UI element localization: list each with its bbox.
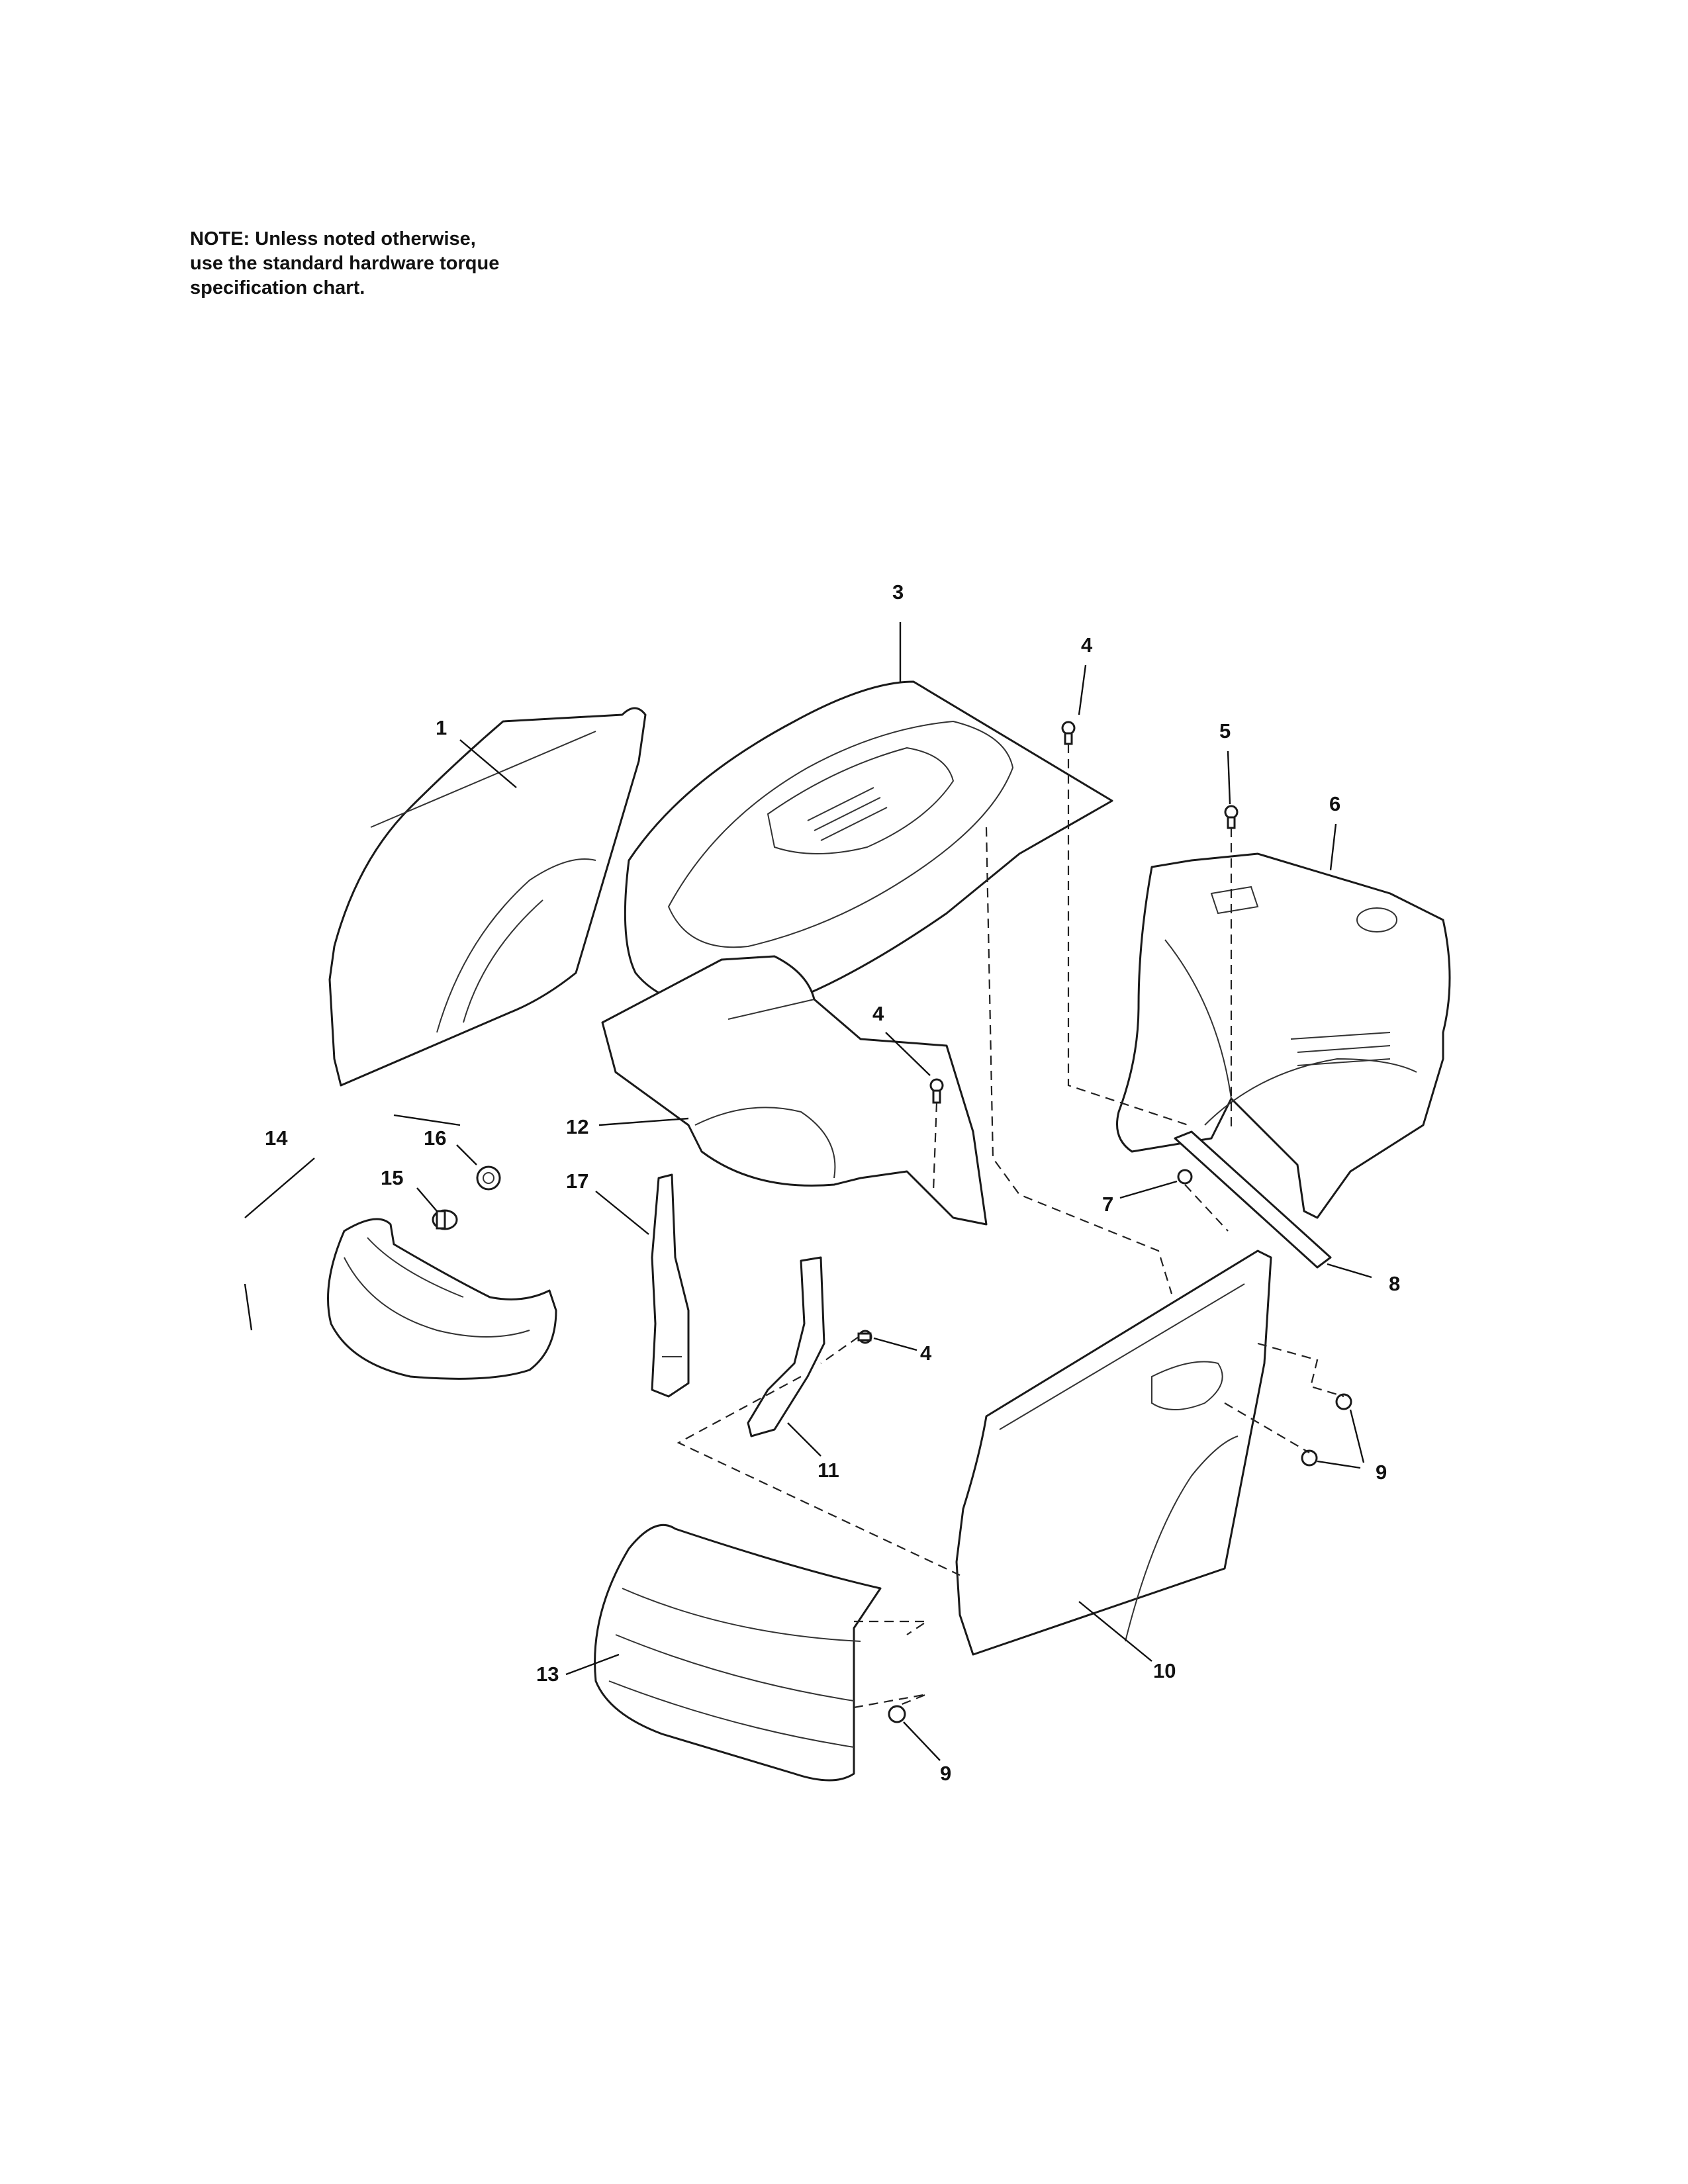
callout-10: 10 bbox=[1153, 1659, 1176, 1682]
note-line-1: NOTE: Unless noted otherwise, bbox=[190, 228, 476, 250]
callout-15: 15 bbox=[381, 1166, 403, 1189]
callout-labels: 1 3 4 5 6 4 12 14 16 15 17 7 8 4 11 9 13… bbox=[265, 580, 1400, 1785]
callout-4b: 4 bbox=[872, 1002, 884, 1025]
part-6-dash-console bbox=[1116, 852, 1451, 1219]
hardware-bolt-4b bbox=[929, 1078, 944, 1104]
callout-9b: 9 bbox=[940, 1762, 951, 1785]
callout-4a: 4 bbox=[1081, 633, 1093, 657]
hardware-bolt-5 bbox=[1224, 805, 1239, 829]
hardware-nut-16 bbox=[476, 1165, 501, 1191]
assembly-dashed-lines bbox=[677, 744, 1344, 1709]
part-10-side-panel bbox=[955, 1250, 1272, 1656]
hardware-bolt-4a bbox=[1061, 721, 1076, 745]
part-12-duct bbox=[601, 955, 988, 1226]
callout-9a: 9 bbox=[1376, 1461, 1387, 1484]
hardware-nut-9a bbox=[1335, 1393, 1352, 1410]
callout-11: 11 bbox=[818, 1459, 839, 1482]
callout-16: 16 bbox=[424, 1126, 446, 1150]
hardware-nut-7 bbox=[1177, 1169, 1193, 1185]
callout-6: 6 bbox=[1329, 792, 1340, 815]
callout-7: 7 bbox=[1102, 1193, 1113, 1216]
leader-lines bbox=[244, 622, 1372, 1761]
hardware-nut-9c bbox=[888, 1705, 906, 1723]
note-line-3: specification chart. bbox=[190, 277, 365, 298]
part-1-side-panel bbox=[328, 707, 647, 1087]
callout-12: 12 bbox=[566, 1115, 588, 1138]
callout-17: 17 bbox=[566, 1169, 588, 1193]
part-17-bracket bbox=[651, 1173, 690, 1398]
part-3-hood bbox=[624, 680, 1113, 1011]
note-line-2: use the standard hardware torque bbox=[190, 253, 500, 274]
hardware-bracket-8 bbox=[1174, 1130, 1332, 1269]
callout-3: 3 bbox=[892, 580, 904, 604]
callout-4c: 4 bbox=[920, 1342, 932, 1365]
callout-14: 14 bbox=[265, 1126, 288, 1150]
hardware-nut-9b bbox=[1301, 1449, 1318, 1467]
hardware-screw-15 bbox=[432, 1209, 458, 1230]
callout-8: 8 bbox=[1389, 1272, 1400, 1295]
callout-5: 5 bbox=[1219, 719, 1231, 743]
hardware-bolt-4c bbox=[857, 1330, 872, 1344]
torque-note: NOTE: Unless noted otherwise, use the st… bbox=[190, 227, 653, 300]
part-14-front-cover bbox=[327, 1218, 557, 1380]
callout-1: 1 bbox=[436, 716, 447, 739]
part-13-grille bbox=[594, 1524, 882, 1782]
callout-13: 13 bbox=[536, 1662, 559, 1686]
part-11-bracket bbox=[747, 1256, 825, 1437]
